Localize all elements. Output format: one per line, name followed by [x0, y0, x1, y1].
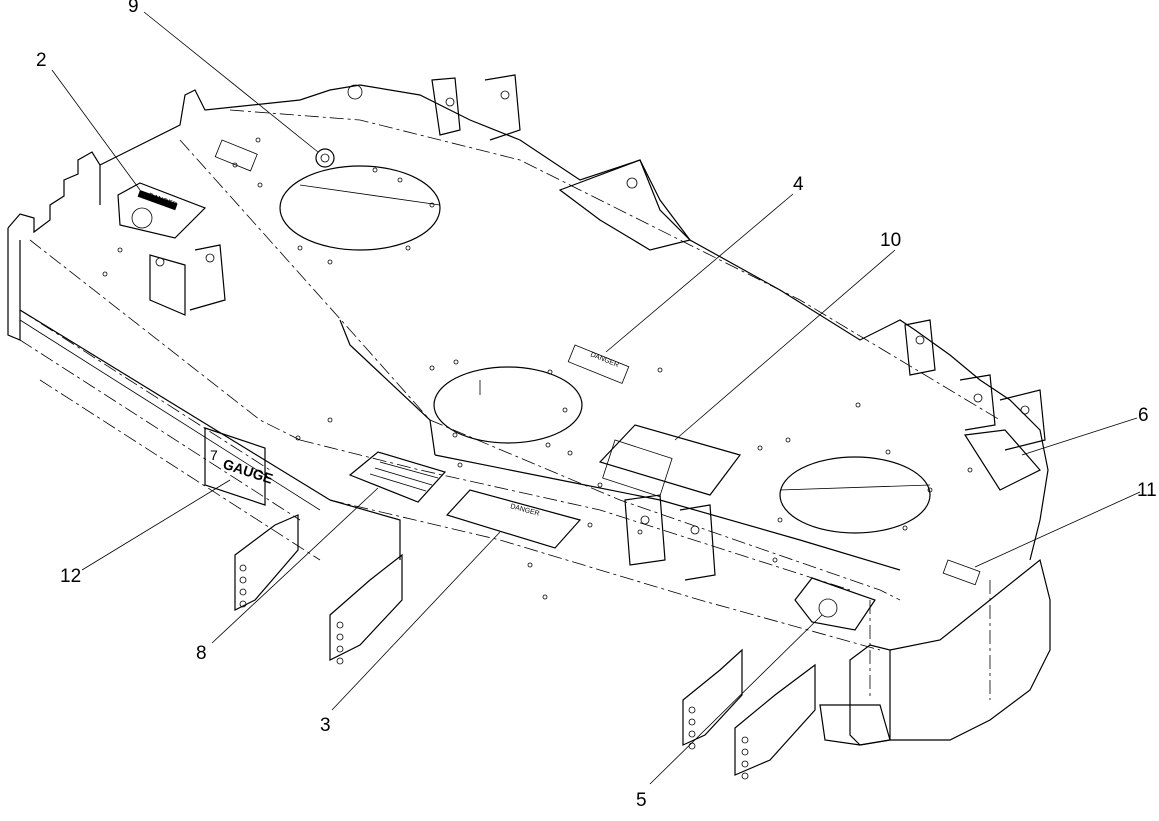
callout-5: 5 [636, 790, 647, 811]
callout-6: 6 [1138, 405, 1149, 426]
decal-8 [348, 451, 447, 503]
callout-2: 2 [36, 50, 47, 71]
decal-11 [942, 559, 981, 586]
callout-9: 9 [128, 0, 139, 17]
deck-right-skirt [819, 558, 1051, 746]
left-blade-opening [279, 165, 441, 251]
decal-12 [204, 427, 266, 506]
deck-left-panel [7, 151, 331, 561]
leader-lines [51, 11, 1141, 785]
item-6-part [963, 429, 1041, 491]
deck-holes [102, 137, 973, 600]
hanger-plates [234, 514, 816, 780]
right-blade-opening [779, 456, 931, 534]
decal-4 [567, 344, 630, 384]
callout-11: 11 [1137, 480, 1157, 501]
center-blade-opening [433, 366, 583, 444]
callout-10: 10 [880, 230, 901, 251]
gauge-number: 7 [210, 447, 218, 463]
callout-12: 12 [60, 566, 81, 587]
mount-brackets [149, 74, 1046, 581]
decal-5 [794, 577, 876, 631]
callout-4: 4 [793, 174, 804, 195]
callout-8: 8 [196, 643, 207, 664]
decals: DANGER DANGER DANGER 7 GAUGE [117, 139, 1041, 631]
callout-numbers: 2 9 4 10 6 11 12 8 3 5 [36, 0, 1157, 811]
decal-10 [598, 424, 742, 496]
decal-4-text: DANGER [589, 351, 619, 369]
decal-3 [445, 489, 582, 549]
decal-2 [117, 182, 207, 239]
blade-openings [279, 165, 931, 534]
callout-3: 3 [320, 715, 331, 736]
gauge-text: GAUGE [221, 456, 275, 487]
item-9-cap [315, 148, 335, 168]
